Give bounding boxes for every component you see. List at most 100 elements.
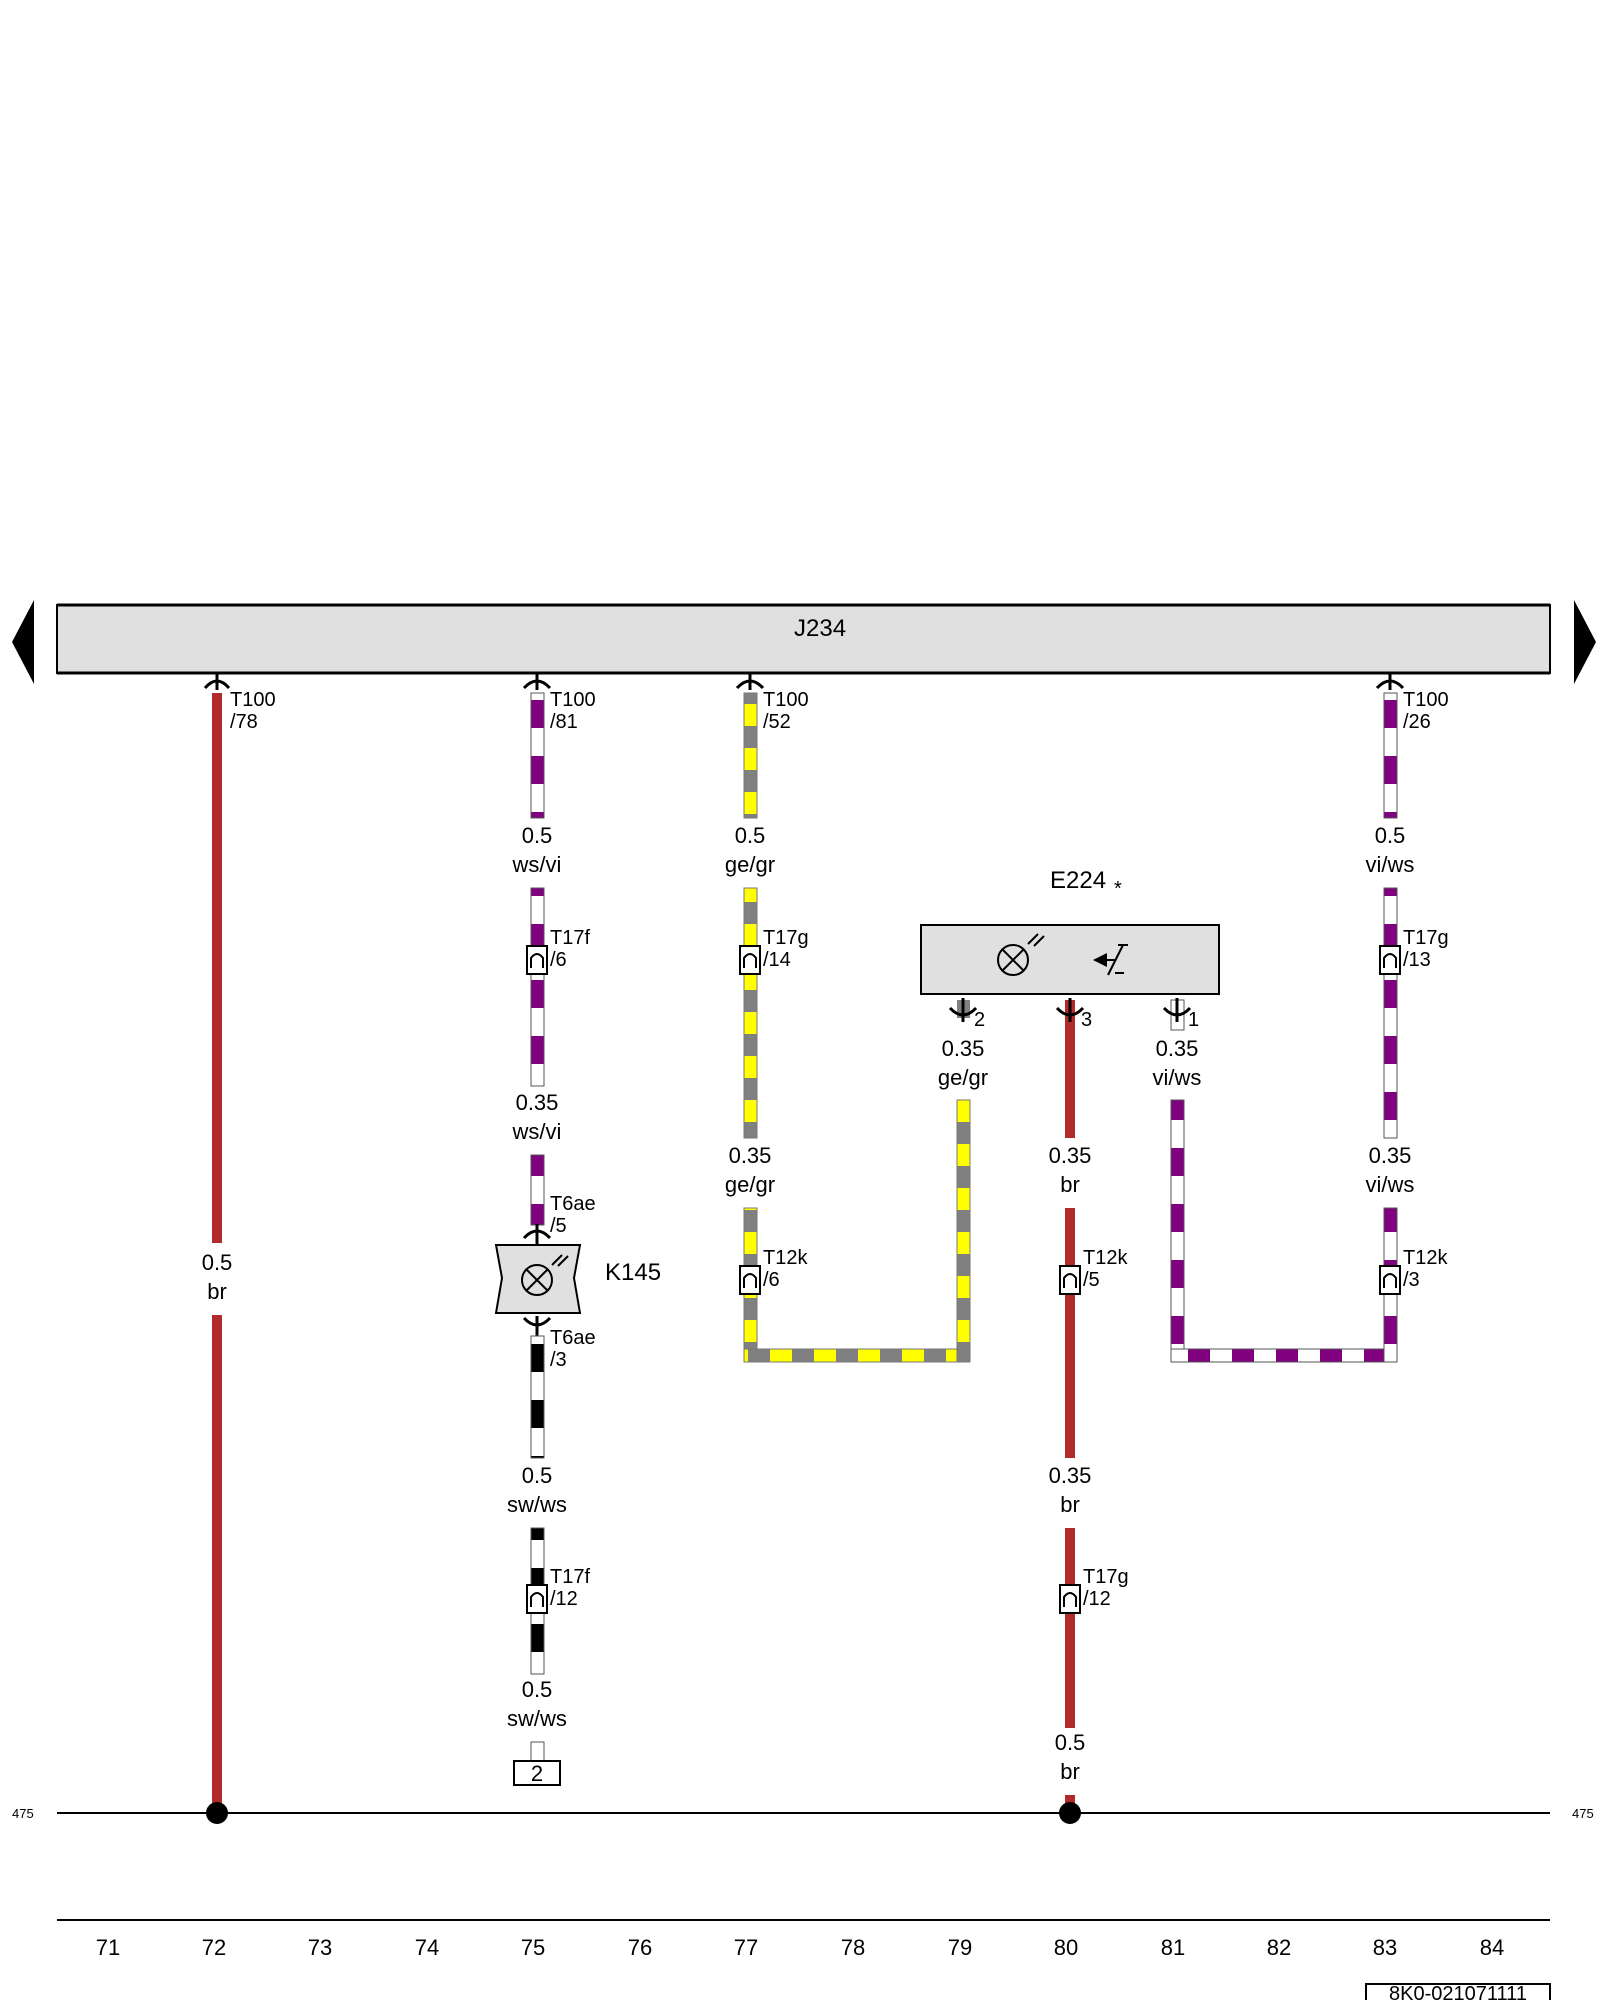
- wire-col-79: 2 0.35 ge/gr: [938, 998, 988, 1090]
- wire-size-w77a: 0.5: [735, 823, 766, 848]
- reference-box: [513, 1760, 561, 1786]
- reference-box-label: 2: [531, 1761, 543, 1786]
- e224-pin-1: 1: [1188, 1009, 1199, 1031]
- grid-76: 76: [628, 1935, 652, 1960]
- connector-t6ae-3-a: T6ae: [550, 1327, 596, 1349]
- wire-color-w72: br: [207, 1279, 227, 1304]
- ground-junction-72: [206, 1802, 228, 1824]
- connector-t17g-14-a: T17g: [763, 927, 809, 949]
- wire-color-w80c: br: [1060, 1759, 1080, 1784]
- connector-t6ae-5-a: T6ae: [550, 1193, 596, 1215]
- switch-e224: E224 *: [920, 867, 1220, 995]
- grid-80: 80: [1054, 1935, 1078, 1960]
- wire-size-w75c: 0.5: [522, 1463, 553, 1488]
- connector-t17f-12-a: T17f: [550, 1566, 590, 1588]
- ground-line: 475 475: [12, 1802, 1594, 1824]
- wire-color-w75b: ws/vi: [512, 1119, 562, 1144]
- wire-size-w83a: 0.5: [1375, 823, 1406, 848]
- page-right-arrow[interactable]: [1574, 600, 1596, 684]
- connector-t17g-13-b: /13: [1403, 949, 1431, 971]
- wire-size-w75b: 0.35: [516, 1090, 559, 1115]
- switch-marker: *: [1114, 878, 1122, 900]
- wire-color-w75a: ws/vi: [512, 852, 562, 877]
- wire-col-83: T100 /26 0.5 vi/ws T17g /13 0.35 vi/ws T…: [1366, 674, 1449, 1363]
- connector-t12k-6-a: T12k: [763, 1247, 808, 1269]
- connector-t100-52-b: /52: [763, 711, 791, 733]
- connector-t17g-13-a: T17g: [1403, 927, 1449, 949]
- connector-t100-78-b: /78: [230, 711, 258, 733]
- e224-pin-3: 3: [1081, 1009, 1092, 1031]
- wire-size-w80b: 0.35: [1049, 1463, 1092, 1488]
- ground-ref-right: 475: [1572, 1806, 1594, 1821]
- control-unit-label: J234: [794, 615, 846, 642]
- grid-73: 73: [308, 1935, 332, 1960]
- wire-color-w80b: br: [1060, 1492, 1080, 1517]
- switch-label: E224: [1050, 867, 1106, 894]
- lamp-k145: K145: [494, 1244, 661, 1314]
- connector-t17f-12-b: /12: [550, 1588, 578, 1610]
- grid-84: 84: [1480, 1935, 1504, 1960]
- grid-78: 78: [841, 1935, 865, 1960]
- wire-color-w81: vi/ws: [1153, 1065, 1202, 1090]
- grid-72: 72: [202, 1935, 226, 1960]
- connector-t100-26-b: /26: [1403, 711, 1431, 733]
- wire-size-w80a: 0.35: [1049, 1143, 1092, 1168]
- wire-col-80: 3 0.35 br T12k /5 0.35 br T17g /12 0.5 b…: [1049, 998, 1129, 1813]
- wire-col-77: T100 /52 0.5 ge/gr T17g /14 0.35 ge/gr T…: [725, 674, 971, 1363]
- grid-81: 81: [1161, 1935, 1185, 1960]
- connector-t100-81-b: /81: [550, 711, 578, 733]
- wire-size-w83b: 0.35: [1369, 1143, 1412, 1168]
- page-left-arrow[interactable]: [12, 600, 34, 684]
- wire-size-w75d: 0.5: [522, 1677, 553, 1702]
- dimmer-switch-icon: [1093, 944, 1128, 976]
- drawing-number: 8K0-021071111: [1389, 1983, 1527, 2000]
- control-unit-j234: J234: [56, 603, 1551, 675]
- connector-t100-81-a: T100: [550, 689, 596, 711]
- wire-color-w83b: vi/ws: [1366, 1172, 1415, 1197]
- e224-pin-2: 2: [974, 1009, 985, 1031]
- connector-t12k-5-a: T12k: [1083, 1247, 1128, 1269]
- grid-79: 79: [948, 1935, 972, 1960]
- wire-color-w77a: ge/gr: [725, 852, 775, 877]
- wire-color-w75d: sw/ws: [507, 1706, 567, 1731]
- connector-t17g-12-b: /12: [1083, 1588, 1111, 1610]
- ground-ref-left: 475: [12, 1806, 34, 1821]
- wire-size-w72: 0.5: [202, 1250, 233, 1275]
- lamp-icon: [521, 1264, 553, 1296]
- wire-color-w77b: ge/gr: [725, 1172, 775, 1197]
- grid-77: 77: [734, 1935, 758, 1960]
- connector-t100-78-a: T100: [230, 689, 276, 711]
- connector-t100-52-a: T100: [763, 689, 809, 711]
- wire-color-w75c: sw/ws: [507, 1492, 567, 1517]
- connector-t100-26-a: T100: [1403, 689, 1449, 711]
- wire-color-w80a: br: [1060, 1172, 1080, 1197]
- grid-82: 82: [1267, 1935, 1291, 1960]
- wire-col-75: T100 /81 0.5 ws/vi T17f /6 0.35 ws/vi T6…: [494, 674, 661, 1786]
- connector-t6ae-5-b: /5: [550, 1215, 567, 1237]
- lamp-label: K145: [605, 1259, 661, 1286]
- wire-color-w83a: vi/ws: [1366, 852, 1415, 877]
- connector-t12k-5-b: /5: [1083, 1269, 1100, 1291]
- connector-t6ae-3-b: /3: [550, 1349, 567, 1371]
- wire-size-w75a: 0.5: [522, 823, 553, 848]
- wire-size-w80c: 0.5: [1055, 1730, 1086, 1755]
- drawing-number-box: 8K0-021071111: [1365, 1983, 1551, 2000]
- grid-74: 74: [415, 1935, 439, 1960]
- connector-t12k-3-a: T12k: [1403, 1247, 1448, 1269]
- wire-col-72: T100 /78 0.5 br: [202, 674, 276, 1813]
- connector-t12k-6-b: /6: [763, 1269, 780, 1291]
- grid-83: 83: [1373, 1935, 1397, 1960]
- wire-col-81: 1 0.35 vi/ws: [1153, 998, 1396, 1363]
- lamp-icon-in-switch: [997, 944, 1029, 976]
- grid-71: 71: [96, 1935, 120, 1960]
- wire-size-w77b: 0.35: [729, 1143, 772, 1168]
- wire-color-w79: ge/gr: [938, 1065, 988, 1090]
- connector-t17f-6-b: /6: [550, 949, 567, 971]
- ground-junction-80: [1059, 1802, 1081, 1824]
- wire-size-w79: 0.35: [942, 1036, 985, 1061]
- grid-scale: 71 72 73 74 75 76 77 78 79 80 81 82 83 8…: [57, 1919, 1550, 1960]
- connector-t17f-6-a: T17f: [550, 927, 590, 949]
- wire-size-w81: 0.35: [1156, 1036, 1199, 1061]
- connector-t17g-14-b: /14: [763, 949, 791, 971]
